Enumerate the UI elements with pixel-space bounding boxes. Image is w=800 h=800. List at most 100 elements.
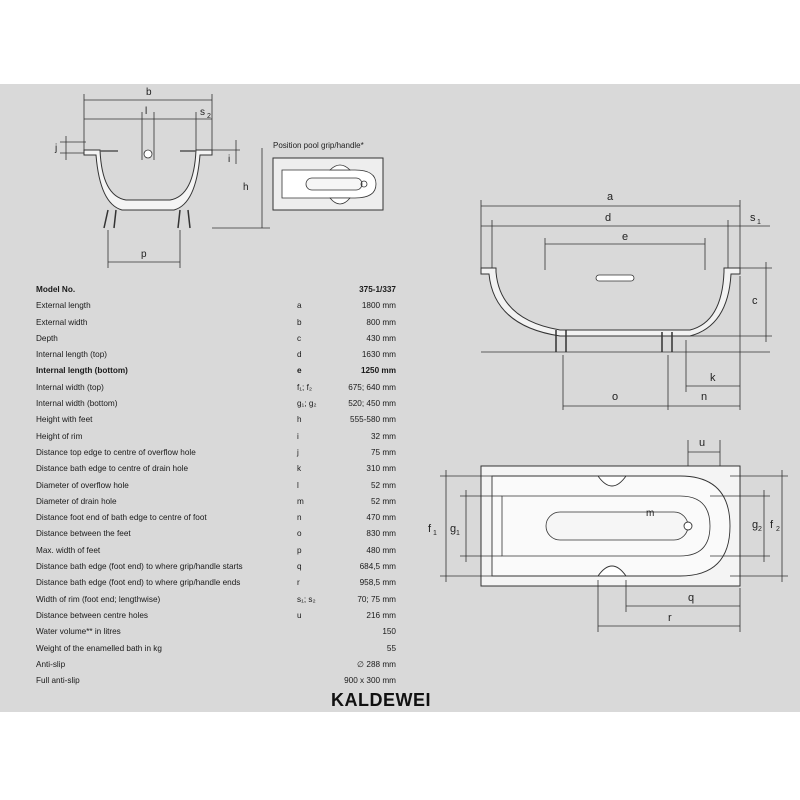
spec-symbol: n (297, 513, 302, 523)
grip-inset-caption: Position pool grip/handle* (273, 141, 364, 150)
spec-symbol: l (297, 480, 299, 490)
spec-value: 520; 450 mm (348, 399, 396, 409)
spec-value: 830 mm (366, 529, 396, 539)
table-row: Distance bath edge (foot end) to where g… (36, 559, 396, 575)
spec-value: 800 mm (366, 317, 396, 327)
spec-value: 32 mm (370, 431, 396, 441)
spec-name: Internal length (top) (36, 350, 108, 360)
dim-b-label: b (146, 87, 152, 98)
spec-symbol: c (297, 333, 302, 343)
grip-position-inset: Position pool grip/handle* (272, 141, 384, 211)
dim-r-label: r (668, 612, 672, 624)
spec-name: Diameter of overflow hole (36, 480, 129, 490)
table-header-model: 375-1/337 (359, 285, 396, 294)
drawing-sheet (0, 84, 800, 712)
spec-name: Depth (36, 333, 58, 343)
spec-name: Distance bath edge to centre of drain ho… (36, 464, 189, 474)
spec-value: 684,5 mm (359, 562, 396, 572)
spec-symbol: b (297, 317, 302, 327)
spec-name: Internal width (top) (36, 382, 104, 392)
spec-value: ∅ 288 mm (357, 659, 396, 669)
spec-symbol: i (297, 431, 299, 441)
spec-name: Width of rim (foot end; lengthwise) (36, 594, 161, 604)
spec-value: 470 mm (366, 513, 396, 523)
spec-name: Anti-slip (36, 659, 66, 669)
table-row: Diameter of overflow hole l 52 mm (36, 478, 396, 494)
spec-name: Internal width (bottom) (36, 399, 118, 409)
spec-name: Distance bath edge (foot end) to where g… (36, 578, 241, 588)
spec-name: Distance bath edge (foot end) to where g… (36, 562, 243, 572)
dim-s2-label: s (200, 107, 205, 118)
table-row: Distance bath edge to centre of drain ho… (36, 461, 396, 477)
spec-name: Distance between the feet (36, 529, 131, 539)
spec-value: 480 mm (366, 545, 396, 555)
spec-symbol: s₁; s₂ (297, 594, 316, 604)
spec-symbol: e (297, 366, 302, 376)
dim-s1-label: s (750, 212, 756, 224)
spec-symbol: o (297, 529, 302, 539)
spec-symbol: m (297, 496, 304, 506)
dim-f2-sub: 2 (776, 526, 780, 533)
spec-name: Diameter of drain hole (36, 496, 117, 506)
spec-symbol: d (297, 350, 302, 360)
cross-section-view: b l s 2 j i h p (54, 87, 270, 268)
spec-value: 555-580 mm (350, 415, 396, 425)
spec-name: External length (36, 301, 91, 311)
side-view: a d s 1 e c k o n (480, 191, 772, 410)
spec-value: 52 mm (370, 496, 396, 506)
spec-value: 1800 mm (361, 301, 396, 311)
table-row: Anti-slip ∅ 288 mm (36, 657, 396, 673)
dim-f1-label: f (428, 523, 432, 535)
spec-name: Distance between centre holes (36, 610, 148, 620)
spec-symbol: g₁; g₂ (297, 399, 317, 409)
dim-h-label: h (243, 182, 249, 193)
spec-symbol: p (297, 545, 302, 555)
table-row: External width b 800 mm (36, 315, 396, 331)
table-row: Max. width of feet p 480 mm (36, 543, 396, 559)
dim-k-label: k (710, 372, 716, 384)
dim-g1-sub: 1 (456, 530, 460, 537)
dim-u-label: u (699, 437, 705, 449)
spec-name: External width (36, 317, 88, 327)
dim-g2-sub: 2 (758, 526, 762, 533)
spec-symbol: q (297, 562, 302, 572)
dim-l-label: l (145, 106, 147, 117)
spec-value: 675; 640 mm (348, 382, 396, 392)
table-row: Distance between the feet o 830 mm (36, 526, 396, 542)
dim-n-label: n (701, 391, 707, 403)
spec-value: 52 mm (370, 480, 396, 490)
spec-name: Full anti-slip (36, 676, 80, 686)
table-row: Internal width (bottom) g₁; g₂ 520; 450 mm (36, 396, 396, 412)
spec-symbol: k (297, 464, 302, 474)
dim-f1-sub: 1 (433, 530, 437, 537)
spec-name: Max. width of feet (36, 545, 101, 555)
table-row: Distance foot end of bath edge to centre… (36, 510, 396, 526)
spec-value: 1250 mm (360, 366, 396, 376)
table-header-row: Model No. 375-1/337 (36, 282, 396, 298)
dim-g1-label: g (450, 523, 456, 535)
dim-o-label: o (612, 391, 618, 403)
spec-name: Distance foot end of bath edge to centre… (36, 513, 207, 523)
table-header-name: Model No. (36, 285, 76, 294)
dim-j-label: j (54, 143, 57, 154)
spec-value: 55 (386, 643, 396, 653)
spec-value: 1630 mm (361, 350, 396, 360)
spec-value: 958,5 mm (359, 578, 396, 588)
dim-q-label: q (688, 592, 694, 604)
spec-value: 75 mm (370, 447, 396, 457)
dim-s2-sub: 2 (207, 113, 211, 120)
spec-symbol: j (297, 447, 299, 457)
table-row: Width of rim (foot end; lengthwise) s₁; s… (36, 592, 396, 608)
spec-name: Height of rim (36, 431, 83, 441)
spec-name: Distance top edge to centre of overflow … (36, 447, 196, 457)
plan-view: u m f 1 g 1 g 2 f 2 (428, 437, 788, 632)
spec-name: Internal length (bottom) (36, 366, 128, 376)
table-row: Internal length (top) d 1630 mm (36, 347, 396, 363)
dim-g2-label: g (752, 519, 758, 531)
